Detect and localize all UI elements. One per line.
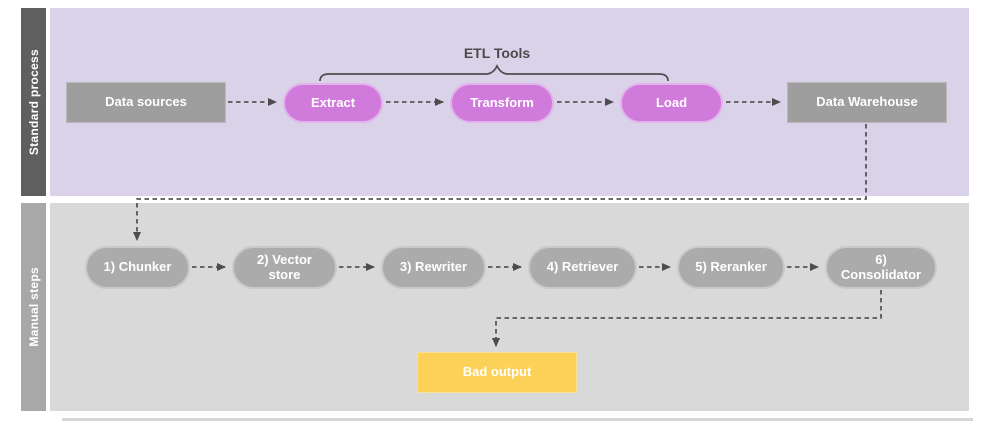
node-transform: Transform bbox=[450, 83, 554, 123]
lane-label-manual-steps: Manual steps bbox=[26, 267, 41, 347]
node-retriever: 4) Retriever bbox=[528, 246, 637, 289]
bottom-divider bbox=[62, 418, 973, 421]
lane-label-standard-process: Standard process bbox=[26, 48, 41, 156]
etl-tools-label: ETL Tools bbox=[463, 45, 531, 61]
lane-header-manual-steps: Manual steps bbox=[21, 203, 46, 411]
node-load: Load bbox=[620, 83, 723, 123]
node-reranker: 5) Reranker bbox=[677, 246, 785, 289]
node-consolidator: 6) Consolidator bbox=[825, 246, 937, 289]
node-bad-output: Bad output bbox=[417, 352, 577, 393]
node-data-warehouse: Data Warehouse bbox=[787, 82, 947, 123]
lane-header-standard-process: Standard process bbox=[21, 8, 46, 196]
node-vector-store: 2) Vector store bbox=[232, 246, 337, 289]
node-extract: Extract bbox=[283, 83, 383, 123]
node-chunker: 1) Chunker bbox=[85, 246, 190, 289]
node-rewriter: 3) Rewriter bbox=[381, 246, 486, 289]
node-data-sources: Data sources bbox=[66, 82, 226, 123]
